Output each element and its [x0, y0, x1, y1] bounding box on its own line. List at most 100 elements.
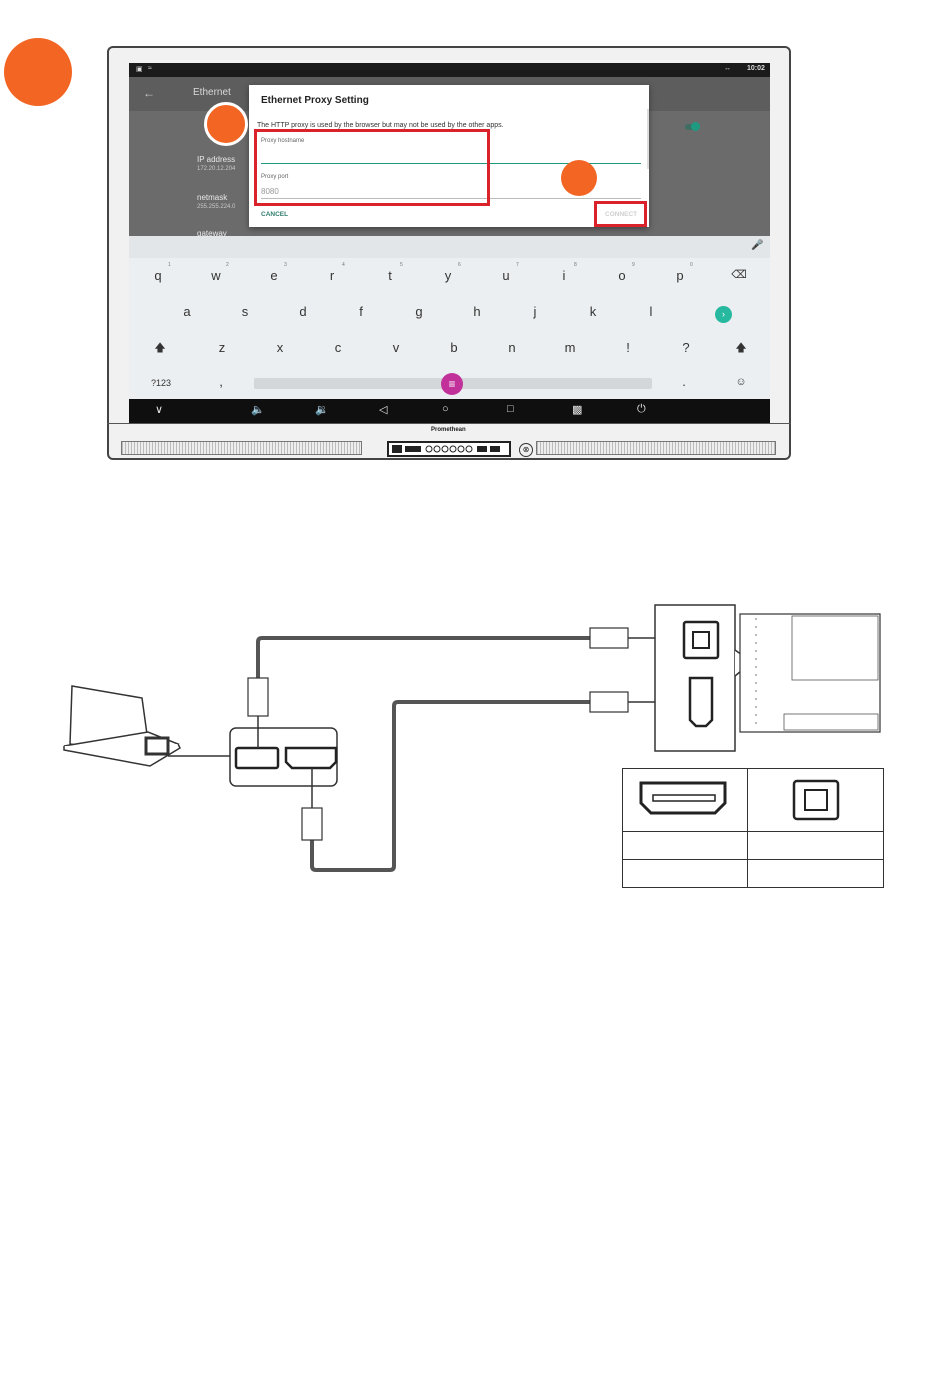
- key-row1-8[interactable]: i: [562, 268, 566, 283]
- usb-plug-laptop: [247, 677, 269, 717]
- key-row3-2[interactable]: x: [276, 340, 284, 355]
- laptop-illustration: [63, 685, 181, 767]
- key-row3-7[interactable]: m: [564, 340, 576, 355]
- suggestion-bar: 🎤: [129, 236, 770, 258]
- emoji-icon[interactable]: ☺: [735, 376, 747, 388]
- speaker-left: [121, 441, 362, 455]
- front-ports-graphic: [392, 445, 500, 453]
- settings-item-gateway[interactable]: gateway: [197, 229, 227, 238]
- key-row1-5[interactable]: t: [388, 268, 392, 283]
- legend-icons: [639, 779, 840, 821]
- monitor-bottom-bezel: [107, 423, 791, 438]
- screenshot-icon[interactable]: ▩: [572, 404, 583, 416]
- keyboard-menu-button[interactable]: ≡: [441, 373, 463, 395]
- key-row2-7[interactable]: j: [533, 304, 537, 319]
- key-row1-9[interactable]: o: [618, 268, 626, 283]
- brand-logo: Promethean: [431, 427, 466, 433]
- key-hint-number: 0: [690, 262, 693, 268]
- key-row1-10[interactable]: p: [676, 268, 684, 283]
- port-legend-table: [622, 768, 884, 888]
- key-hint-number: 6: [458, 262, 461, 268]
- status-bar: ▣ ≈ ↔ 10:02: [129, 63, 770, 77]
- key-hint-number: 5: [400, 262, 403, 268]
- key-row1-6[interactable]: y: [444, 268, 452, 283]
- step-marker: [4, 38, 72, 106]
- display-hdmi-port: [688, 676, 714, 728]
- key-row3-8[interactable]: !: [626, 340, 630, 355]
- key-hint-number: 9: [632, 262, 635, 268]
- settings-item-label: netmask: [197, 193, 228, 202]
- port-input[interactable]: 8080: [261, 187, 279, 196]
- power-icon[interactable]: ⏻: [637, 403, 646, 415]
- usb-plug-display: [589, 627, 629, 649]
- port-label: Proxy port: [261, 174, 289, 180]
- step-marker-proxy: [561, 160, 597, 196]
- wifi-icon: ≈: [148, 65, 152, 72]
- key-row3-9[interactable]: ?: [682, 340, 690, 355]
- key-row1-4[interactable]: r: [329, 268, 335, 283]
- navigation-bar: ∨ 🔈 🔉 ◁ ○ □ ▩ ⏻: [129, 399, 770, 423]
- go-button[interactable]: ›: [715, 306, 732, 323]
- hostname-input[interactable]: [261, 163, 641, 164]
- proxy-fields-highlight: [254, 129, 490, 206]
- hide-keyboard-icon[interactable]: ∨: [155, 404, 164, 416]
- recents-icon[interactable]: □: [507, 403, 514, 415]
- key-hint-number: 7: [516, 262, 519, 268]
- volume-up-icon[interactable]: 🔉: [315, 404, 329, 416]
- connect-button[interactable]: CONNECT: [605, 211, 638, 218]
- connection-diagram: [63, 604, 881, 872]
- key-row2-2[interactable]: s: [241, 304, 249, 319]
- key-row2-8[interactable]: k: [589, 304, 597, 319]
- back-arrow-icon[interactable]: ←: [143, 86, 155, 100]
- front-port-panel: [387, 441, 511, 457]
- volume-down-icon[interactable]: 🔈: [251, 404, 265, 416]
- key-row1-1[interactable]: q: [154, 268, 162, 283]
- status-time: 10:02: [747, 65, 765, 72]
- settings-title: Ethernet: [193, 87, 231, 98]
- cancel-button[interactable]: CANCEL: [261, 211, 289, 218]
- dialog-title: Ethernet Proxy Setting: [261, 95, 369, 106]
- key-row3-6[interactable]: n: [508, 340, 516, 355]
- ethernet-toggle[interactable]: [685, 122, 700, 131]
- back-icon[interactable]: ◁: [379, 404, 388, 416]
- port-underline: [261, 198, 641, 199]
- key-row3-4[interactable]: v: [392, 340, 400, 355]
- key-row3-3[interactable]: c: [334, 340, 342, 355]
- toggle-knob: [691, 122, 700, 131]
- comma-key[interactable]: ,: [219, 374, 223, 389]
- key-row1-2[interactable]: w: [211, 268, 221, 283]
- settings-item-value: 255.255.224.0: [197, 204, 236, 210]
- key-row2-5[interactable]: g: [415, 304, 423, 319]
- shift-left-icon[interactable]: 🡅: [154, 342, 166, 354]
- notification-icon: ▣: [136, 66, 143, 73]
- microphone-icon[interactable]: 🎤: [751, 240, 764, 251]
- connect-button-highlight: [594, 201, 647, 227]
- key-row3-1[interactable]: z: [218, 340, 226, 355]
- key-row2-9[interactable]: l: [649, 304, 653, 319]
- usb-a-port: [234, 746, 280, 770]
- settings-item-ip[interactable]: IP address 172.20.12.204: [197, 155, 235, 172]
- key-hint-number: 4: [342, 262, 345, 268]
- settings-item-label: gateway: [197, 229, 227, 238]
- symbols-key[interactable]: ?123: [150, 378, 172, 388]
- power-button-icon[interactable]: ⊗: [519, 443, 533, 457]
- settings-item-value: 172.20.12.204: [197, 166, 236, 172]
- home-icon[interactable]: ○: [442, 403, 449, 415]
- settings-item-netmask[interactable]: netmask 255.255.224.0: [197, 193, 235, 210]
- dialog-scrollbar[interactable]: [647, 109, 649, 169]
- key-row2-6[interactable]: h: [473, 304, 481, 319]
- key-row2-3[interactable]: d: [299, 304, 307, 319]
- key-row1-7[interactable]: u: [502, 268, 510, 283]
- key-hint-number: 8: [574, 262, 577, 268]
- period-key[interactable]: .: [682, 374, 686, 389]
- backspace-icon[interactable]: ⌫: [731, 269, 747, 281]
- key-row2-4[interactable]: f: [359, 304, 363, 319]
- speaker-right: [536, 441, 776, 455]
- hostname-label: Proxy hostname: [261, 138, 305, 144]
- step-marker-ip: [204, 102, 248, 146]
- key-row3-5[interactable]: b: [450, 340, 458, 355]
- key-row2-1[interactable]: a: [183, 304, 191, 319]
- shift-right-icon[interactable]: 🡅: [735, 342, 747, 354]
- key-row1-3[interactable]: e: [270, 268, 278, 283]
